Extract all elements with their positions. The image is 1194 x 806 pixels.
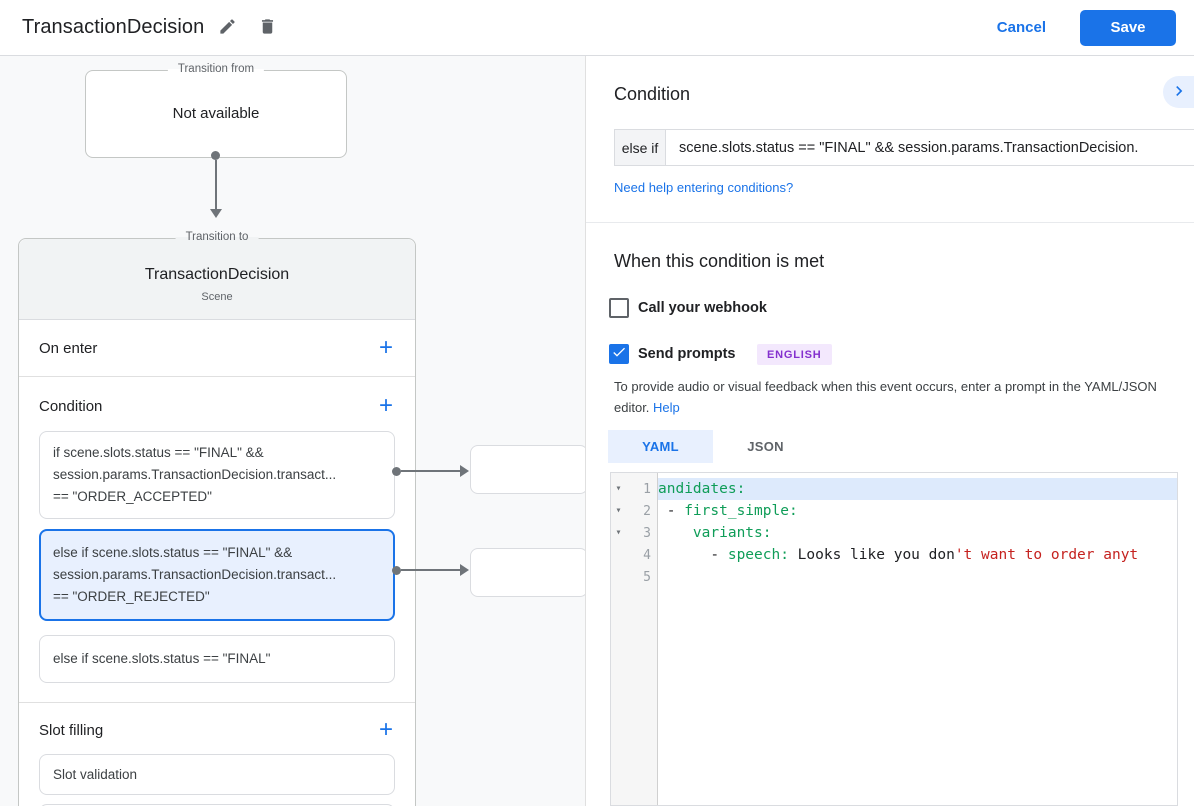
arrow-down-icon	[210, 209, 222, 218]
condition-item-order-rejected-selected[interactable]: else if scene.slots.status == "FINAL" &&…	[39, 529, 395, 621]
panel-divider	[586, 222, 1194, 223]
code-token: Looks like you don	[788, 547, 955, 563]
panel-title: Condition	[614, 84, 691, 104]
condition-input-group: else if	[614, 129, 1194, 166]
code-line: - first_simple:	[658, 500, 1177, 522]
on-enter-label: On enter	[39, 339, 98, 357]
condition-text-line: if scene.slots.status == "FINAL" &&	[53, 445, 264, 460]
transition-to-label: Transition to	[175, 231, 259, 243]
flow-canvas: Transition from Not available Transition…	[0, 56, 585, 806]
condition-text-line: == "ORDER_REJECTED"	[53, 589, 210, 604]
cancel-button[interactable]: Cancel	[996, 19, 1046, 36]
delete-scene-button[interactable]	[250, 11, 284, 45]
condition-item-order-accepted[interactable]: if scene.slots.status == "FINAL" && sess…	[39, 431, 395, 519]
line-number: 1	[643, 481, 651, 497]
scene-name: TransactionDecision	[144, 266, 290, 283]
connector-dot	[211, 151, 220, 160]
code-token: -	[658, 547, 728, 563]
code-token: variants:	[692, 525, 772, 541]
save-button[interactable]: Save	[1080, 9, 1176, 46]
code-token: andidates:	[658, 481, 746, 497]
condition-expression-input[interactable]	[666, 130, 1194, 165]
line-number: 3	[643, 525, 651, 541]
transition-to-card: Transition to TransactionDecision Scene …	[18, 231, 416, 806]
code-token: speech:	[727, 547, 789, 563]
transition-target-node[interactable]	[470, 445, 585, 494]
slot-filling-section: Slot filling + Slot validation	[19, 703, 415, 806]
condition-text-line: session.params.TransactionDecision.trans…	[53, 567, 337, 582]
transition-from-box[interactable]: Transition from Not available	[85, 63, 347, 158]
transition-from-value: Not available	[172, 105, 260, 122]
code-line-active: andidates:	[658, 478, 1177, 500]
connector-dot	[392, 566, 401, 575]
condition-text-line: session.params.TransactionDecision.trans…	[53, 467, 337, 482]
connector-dot	[392, 467, 401, 476]
code-line	[658, 566, 1177, 588]
condition-text-line: else if scene.slots.status == "FINAL" &&	[53, 545, 293, 560]
add-on-enter-button[interactable]: +	[378, 334, 393, 361]
code-token: -	[658, 503, 685, 519]
checkmark-icon	[611, 344, 627, 365]
fold-arrow-icon[interactable]: ▾	[615, 483, 622, 494]
condition-text-line: == "ORDER_ACCEPTED"	[53, 489, 212, 504]
on-enter-row: On enter +	[19, 320, 415, 377]
send-prompts-label: Send prompts	[638, 346, 736, 362]
condition-section: Condition + if scene.slots.status == "FI…	[19, 377, 415, 703]
condition-section-label: Condition	[39, 397, 103, 415]
transition-from-label: Transition from	[167, 63, 265, 75]
slot-filling-label: Slot filling	[39, 721, 104, 739]
condition-item-final[interactable]: else if scene.slots.status == "FINAL"	[39, 635, 395, 683]
chevron-right-icon	[1169, 81, 1189, 104]
condition-text-line: else if scene.slots.status == "FINAL"	[53, 651, 271, 666]
add-slot-button[interactable]: +	[378, 716, 393, 743]
code-token: 't want to order anyt	[954, 547, 1139, 563]
collapse-panel-button[interactable]	[1163, 76, 1194, 108]
arrow-right-icon	[460, 564, 469, 576]
editor-note-text: To provide audio or visual feedback when…	[614, 379, 1157, 415]
conditions-help-link[interactable]: Need help entering conditions?	[614, 180, 794, 195]
edit-title-button[interactable]	[210, 11, 244, 45]
fold-arrow-icon[interactable]: ▾	[615, 527, 622, 538]
add-condition-button[interactable]: +	[378, 392, 393, 419]
editor-note: To provide audio or visual feedback when…	[614, 376, 1170, 418]
arrow-right-icon	[460, 465, 469, 477]
condition-prefix: else if	[615, 130, 666, 165]
app-bar: TransactionDecision Cancel Save	[0, 0, 1194, 56]
scene-header[interactable]: TransactionDecision Scene	[19, 239, 415, 320]
send-prompts-checkbox[interactable]	[609, 344, 629, 364]
fold-arrow-icon[interactable]: ▾	[615, 505, 622, 516]
trash-icon	[258, 17, 277, 39]
transition-target-node[interactable]	[470, 548, 585, 597]
tab-yaml[interactable]: YAML	[608, 430, 713, 463]
language-badge: ENGLISH	[757, 344, 832, 365]
line-number: 5	[643, 569, 651, 585]
code-token	[658, 525, 693, 541]
slot-validation-label: Slot validation	[53, 767, 138, 782]
yaml-code-editor[interactable]: ▾ 1 ▾ 2 ▾ 3 4 5 andidates: - first_simple: …	[610, 472, 1178, 806]
pencil-icon	[218, 17, 237, 39]
condition-detail-panel: Condition else if Need help entering con…	[585, 56, 1194, 806]
editor-content[interactable]: andidates: - first_simple: variants: - s…	[658, 473, 1177, 805]
connector-line	[215, 160, 217, 209]
scene-type: Scene	[201, 291, 233, 303]
code-token: first_simple:	[684, 503, 798, 519]
editor-tabs: YAML JSON	[608, 430, 818, 463]
editor-gutter: ▾ 1 ▾ 2 ▾ 3 4 5	[611, 473, 658, 805]
connector-line	[401, 470, 461, 472]
note-help-link[interactable]: Help	[653, 400, 680, 415]
webhook-label: Call your webhook	[638, 300, 767, 316]
code-line: - speech: Looks like you don't want to o…	[658, 544, 1177, 566]
code-line: variants:	[658, 522, 1177, 544]
connector-line	[401, 569, 461, 571]
when-met-title: When this condition is met	[614, 251, 825, 271]
slot-validation-item[interactable]: Slot validation	[39, 754, 395, 795]
page-title: TransactionDecision	[22, 16, 205, 38]
webhook-checkbox[interactable]	[609, 298, 629, 318]
line-number: 4	[643, 547, 651, 563]
line-number: 2	[643, 503, 651, 519]
tab-json[interactable]: JSON	[713, 430, 818, 463]
